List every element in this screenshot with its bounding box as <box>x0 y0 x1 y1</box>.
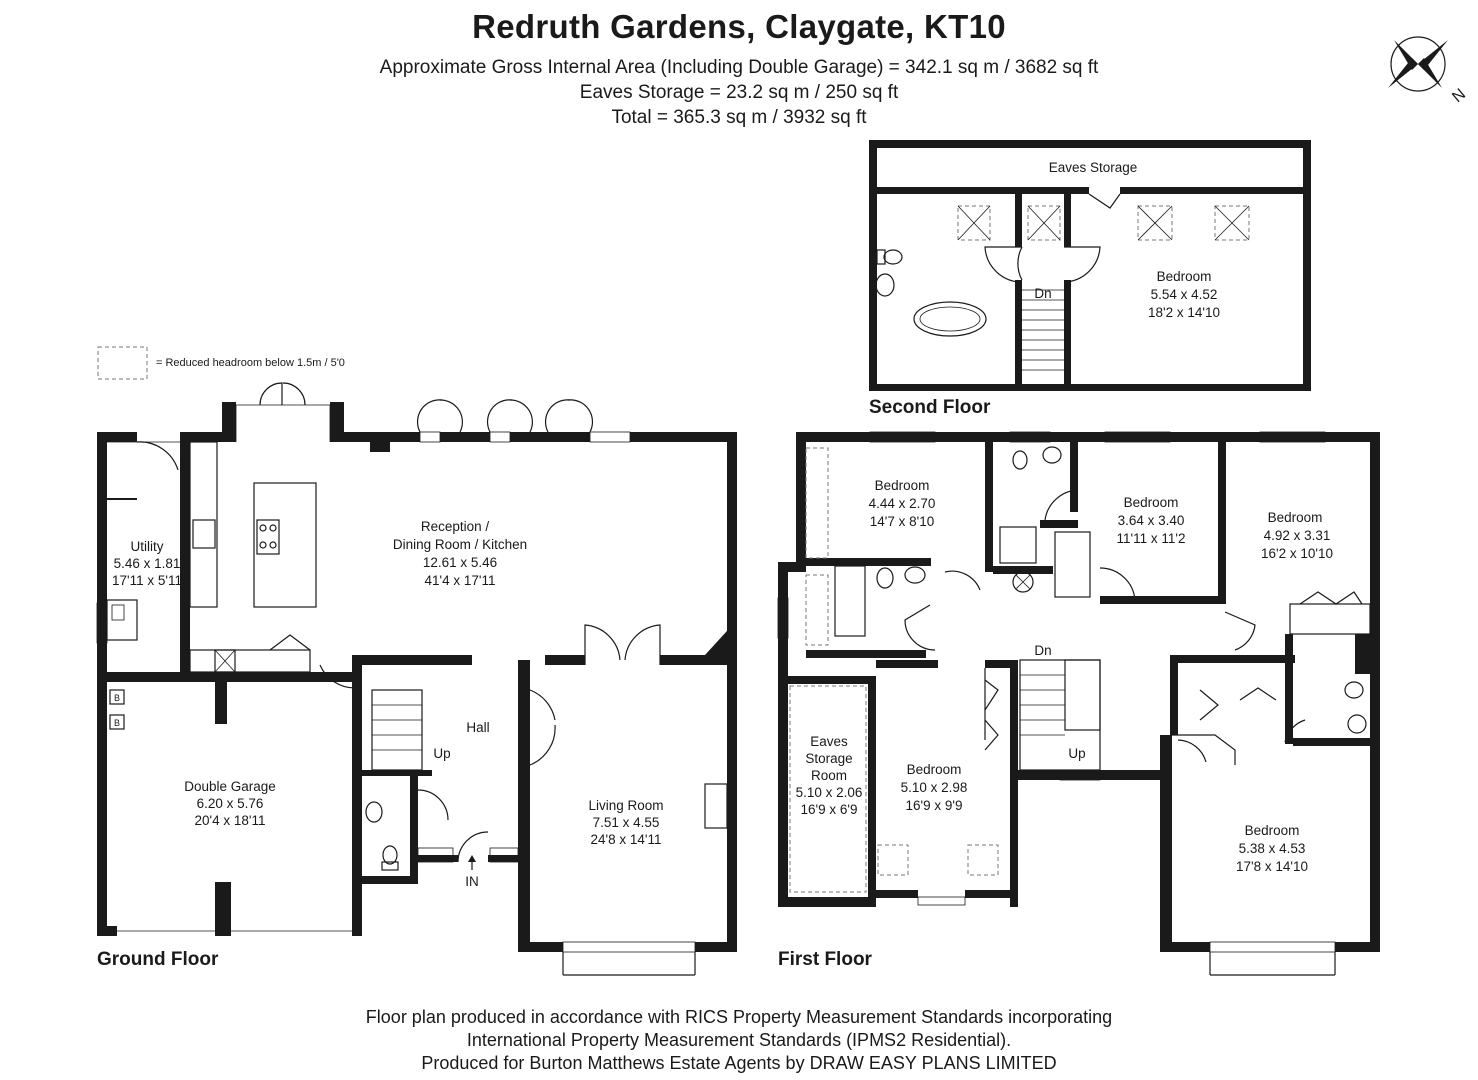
hob-icon <box>256 519 280 555</box>
wc-basin-icon <box>365 801 383 823</box>
footer-line-3: Produced for Burton Matthews Estate Agen… <box>421 1053 1057 1073</box>
ff-bedroom3-metric: 4.92 x 3.31 <box>1264 528 1331 543</box>
second-floor-label: Second Floor <box>869 397 991 418</box>
entrance-in-label: IN <box>465 874 479 889</box>
compass-icon: N <box>1388 36 1469 106</box>
shower-icon <box>999 526 1037 564</box>
footer-line-1: Floor plan produced in accordance with R… <box>365 1007 1113 1027</box>
reception-name-1: Reception / <box>421 519 490 534</box>
sf-bedroom-name: Bedroom <box>1157 269 1212 284</box>
garage-metric: 6.20 x 5.76 <box>197 796 264 811</box>
wc-toilet-icon <box>381 861 399 871</box>
ff-bedroom5-name: Bedroom <box>1245 823 1300 838</box>
ground-floor-plan: Utility 5.46 x 1.81 17'11 x 5'11 Recepti… <box>96 382 737 976</box>
ff-bedroom2-name: Bedroom <box>1124 495 1179 510</box>
ground-stairs-up-label: Up <box>433 746 450 761</box>
living-room-metric: 7.51 x 4.55 <box>593 815 660 830</box>
bath-icon <box>913 301 987 337</box>
plan-title: Redruth Gardens, Claygate, KT10 <box>472 8 1006 45</box>
ff-bath-icon <box>834 565 866 637</box>
ff-eaves-imperial: 16'9 x 6'9 <box>801 802 858 817</box>
utility-name: Utility <box>131 539 164 554</box>
garage-name: Double Garage <box>184 779 276 794</box>
ff-bedroom3-imperial: 16'2 x 10'10 <box>1261 546 1333 561</box>
ff-bedroom4-name: Bedroom <box>907 762 962 777</box>
garage-imperial: 20'4 x 18'11 <box>195 813 266 828</box>
ff-bedroom4-imperial: 16'9 x 9'9 <box>906 798 963 813</box>
eaves-area-text: Eaves Storage = 23.2 sq m / 250 sq ft <box>579 82 899 103</box>
sf-stairs-dn-label: Dn <box>1034 286 1051 301</box>
kitchen-island <box>253 482 317 608</box>
sf-bedroom-metric: 5.54 x 4.52 <box>1151 287 1218 302</box>
ff-bedroom1-imperial: 14'7 x 8'10 <box>870 514 934 529</box>
hall-name: Hall <box>466 720 489 735</box>
living-room-name: Living Room <box>588 798 663 813</box>
ff-bedroom5-metric: 5.38 x 4.53 <box>1239 841 1306 856</box>
ff-bedroom4-metric: 5.10 x 2.98 <box>901 780 968 795</box>
boiler-label-2: B <box>114 718 120 728</box>
legend-text: = Reduced headroom below 1.5m / 5'0 <box>156 357 345 369</box>
ff-bedroom5-imperial: 17'8 x 14'10 <box>1236 859 1308 874</box>
first-floor-plan: Bedroom 4.44 x 2.70 14'7 x 8'10 Bedroom … <box>777 431 1380 976</box>
ff-stairs-up-label: Up <box>1068 746 1085 761</box>
reception-name-2: Dining Room / Kitchen <box>393 537 527 552</box>
ff-eaves-name-2: Storage <box>805 751 852 766</box>
total-area-text: Total = 365.3 sq m / 3932 sq ft <box>611 107 867 128</box>
ff-bedroom1-name: Bedroom <box>875 478 930 493</box>
ff-eaves-name-1: Eaves <box>810 734 848 749</box>
ff-bedroom3-name: Bedroom <box>1268 510 1323 525</box>
boiler-label-1: B <box>114 693 120 703</box>
ff-bedroom2-imperial: 11'11 x 11'2 <box>1117 531 1186 546</box>
footer-line-2: International Property Measurement Stand… <box>466 1030 1012 1050</box>
ground-floor-label: Ground Floor <box>97 949 219 970</box>
sf-bedroom-imperial: 18'2 x 14'10 <box>1148 305 1220 320</box>
basin-icon <box>875 273 895 297</box>
compass-north-label: N <box>1449 86 1469 106</box>
reception-metric: 12.61 x 5.46 <box>423 555 497 570</box>
toilet-icon <box>876 249 886 265</box>
reception-imperial: 41'4 x 17'11 <box>425 573 496 588</box>
ff-bedroom1-metric: 4.44 x 2.70 <box>869 496 936 511</box>
first-floor-label: First Floor <box>778 949 873 970</box>
ff-eaves-metric: 5.10 x 2.06 <box>796 785 863 800</box>
legend: = Reduced headroom below 1.5m / 5'0 <box>97 346 345 380</box>
utility-metric: 5.46 x 1.81 <box>114 556 181 571</box>
sf-eaves-storage-label: Eaves Storage <box>1049 160 1138 175</box>
reduced-headroom-swatch <box>97 346 148 380</box>
ff-stairs-dn-label: Dn <box>1034 643 1051 658</box>
utility-imperial: 17'11 x 5'11 <box>112 573 182 588</box>
ff-eaves-name-3: Room <box>811 768 847 783</box>
second-floor-plan: Eaves Storage Dn Bedroom 5.54 x 4.52 18'… <box>869 140 1311 418</box>
ff-bedroom2-metric: 3.64 x 3.40 <box>1118 513 1185 528</box>
gross-area-text: Approximate Gross Internal Area (Includi… <box>379 57 1099 78</box>
living-room-imperial: 24'8 x 14'11 <box>591 832 662 847</box>
